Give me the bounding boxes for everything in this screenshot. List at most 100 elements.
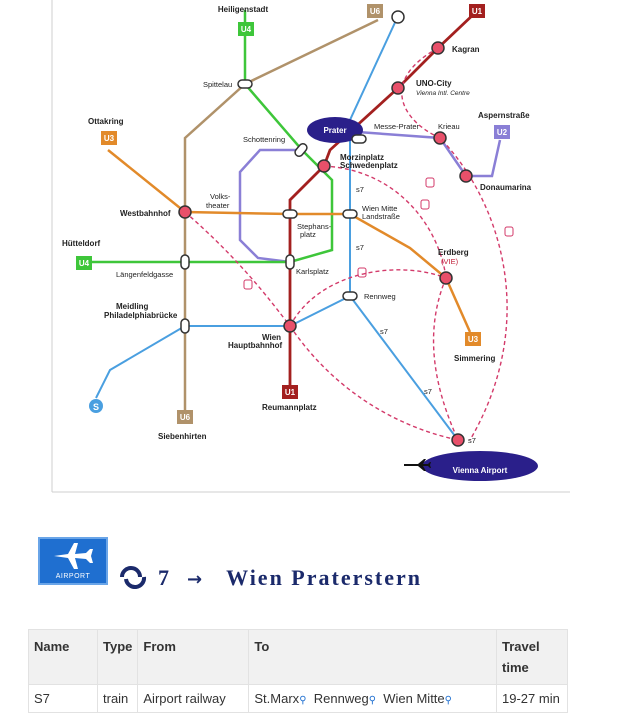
station-rennweg (342, 291, 358, 301)
line-u6 (183, 18, 379, 410)
cat-route-6 (401, 47, 508, 441)
cell-type: train (96, 684, 139, 713)
label-stephansplatz-1: Stephans- (297, 222, 332, 231)
label-s7-5: s7 (468, 436, 476, 445)
label-westbahnhof: Westbahnhof (120, 209, 171, 218)
label-aspernstrasse: Aspernstraße (478, 111, 530, 120)
label-hauptbahnhof-1: Wien (262, 333, 281, 342)
badge-u2-aspern: U2 (494, 125, 510, 139)
label-uno-city: UNO-City (416, 79, 452, 88)
label-erdberg: Erdberg (438, 248, 469, 257)
label-s7-4: s7 (424, 387, 432, 396)
cell-travel-time: 19-27 min (496, 684, 568, 713)
station-wien-mitte (342, 209, 358, 219)
svg-text:U4: U4 (79, 259, 90, 268)
label-uno-city-sub: Vienna Intl. Centre (416, 90, 470, 97)
badge-u3-ottakring: U3 (101, 131, 117, 145)
interchange-stations (178, 41, 473, 447)
s-bahn-logo-icon: S (89, 399, 103, 413)
label-simmering: Simmering (454, 354, 495, 363)
airplane-icon (54, 543, 93, 569)
label-meidling-2: Philadelphiabrücke (104, 311, 178, 320)
arrow-icon: → (187, 569, 205, 590)
svg-text:U4: U4 (241, 25, 252, 34)
label-messe-prater: Messe-Prater (374, 122, 420, 131)
label-karlsplatz: Karlsplatz (296, 267, 329, 276)
badge-u3-simmering: U3 (465, 332, 481, 346)
station-erdberg (439, 271, 453, 285)
cell-to: St.Marx⚲ Rennweg⚲ Wien Mitte⚲ (248, 684, 497, 713)
label-wien-mitte-1: Wien Mitte (362, 204, 397, 213)
svg-text:U1: U1 (472, 7, 483, 16)
station-hauptbahnhof (283, 319, 297, 333)
location-pin-icon: ⚲ (444, 695, 452, 706)
label-krieau: Krieau (438, 122, 460, 131)
label-donaumarina: Donaumarina (480, 183, 532, 192)
table-row[interactable]: S7 train Airport railway St.Marx⚲ Rennwe… (28, 684, 568, 713)
cat-route-2 (289, 325, 459, 441)
cat-route-1 (184, 211, 291, 327)
heading-text: 7 → Wien Praterstern (158, 565, 422, 591)
station-donaumarina (459, 169, 473, 183)
label-spittelau: Spittelau (203, 80, 232, 89)
destination-title: Wien Praterstern (226, 565, 423, 590)
vienna-transit-map: Prater Vienna Airport U4 U6 (51, 0, 570, 493)
label-huetteldorf: Hütteldorf (62, 239, 101, 248)
label-hauptbahnhof-2: Hauptbahnhof (228, 341, 283, 350)
station-laengenfeldgasse (180, 254, 190, 270)
airport-icon-box: AIRPORT (38, 537, 108, 585)
stop-rennweg[interactable]: Rennweg (313, 691, 369, 706)
station-meidling (180, 318, 190, 334)
badge-u4-huetteldorf: U4 (76, 256, 92, 270)
station-heiligenstadt-top (391, 10, 405, 24)
svg-text:U2: U2 (497, 128, 508, 137)
location-pin-icon: ⚲ (368, 695, 377, 706)
cat-route-4 (432, 277, 459, 441)
label-kagran: Kagran (452, 45, 480, 54)
bus-icons (243, 177, 514, 290)
airport-box-label: AIRPORT (55, 573, 91, 580)
line-u4 (90, 10, 334, 264)
line-u1 (288, 10, 477, 386)
station-karlsplatz (285, 254, 295, 270)
badge-u4-heiligenstadt: U4 (238, 22, 254, 36)
label-siebenhirten: Siebenhirten (158, 432, 207, 441)
label-wien-mitte-2: Landstraße (362, 212, 400, 221)
station-schottenring (294, 142, 308, 158)
stop-wien-mitte[interactable]: Wien Mitte (383, 691, 445, 706)
label-heiligenstadt: Heiligenstadt (218, 5, 269, 14)
cat-route-3 (323, 165, 447, 279)
label-praterstern-2: Schwedenplatz (340, 161, 398, 170)
transfer-stations (180, 79, 367, 334)
label-s7-1: s7 (356, 185, 364, 194)
station-uno-city (391, 81, 405, 95)
station-messe-prater (351, 134, 367, 144)
route-heading: AIRPORT 7 → Wien Praterstern (38, 537, 618, 590)
svg-text:U6: U6 (180, 413, 191, 422)
cat-route-5 (289, 269, 447, 327)
label-schottenring: Schottenring (243, 135, 285, 144)
cell-name: S7 (28, 684, 98, 713)
label-praterstern-1: Morzinplatz (340, 153, 384, 162)
s7-badge-number: 7 (158, 565, 171, 590)
label-laengenfeldgasse: Längenfeldgasse (116, 270, 173, 279)
svg-text:U3: U3 (468, 335, 479, 344)
station-airport (451, 433, 465, 447)
stop-st-marx[interactable]: St.Marx (254, 691, 300, 706)
schedule-table: Name Type From To Travel time S7 train A… (28, 629, 568, 713)
label-volkstheater-2: theater (206, 201, 230, 210)
station-stephansplatz (282, 209, 298, 219)
label-prater: Prater (323, 126, 346, 135)
cell-from: Airport railway (137, 684, 250, 713)
label-rennweg: Rennweg (364, 292, 396, 301)
line-s7-airport (349, 295, 459, 441)
table-header-row: Name Type From To Travel time (28, 629, 568, 685)
airplane-icon (404, 459, 431, 471)
badge-u1-reumannplatz: U1 (282, 385, 298, 399)
label-vienna-airport: Vienna Airport (453, 466, 508, 475)
label-erdberg-sub: (VIE) (441, 257, 459, 266)
svg-text:U1: U1 (285, 388, 296, 397)
label-s7-3: s7 (380, 327, 388, 336)
location-pin-icon: ⚲ (299, 695, 307, 706)
station-krieau (433, 131, 447, 145)
